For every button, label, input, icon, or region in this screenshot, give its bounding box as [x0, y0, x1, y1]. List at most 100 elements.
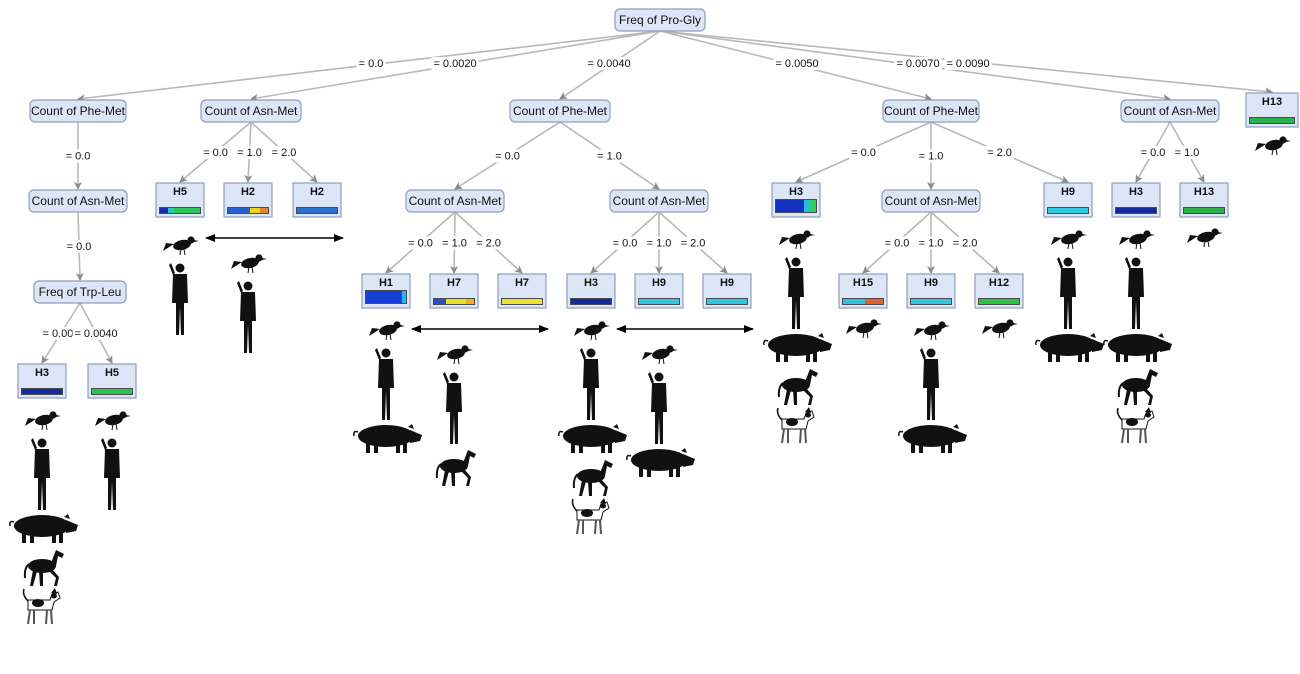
- edge-label: = 1.0: [647, 238, 672, 250]
- edge-label: = 0.0: [1141, 147, 1166, 159]
- decision-node-box: [28, 189, 128, 213]
- edge-label: = 0.0: [67, 241, 92, 253]
- edge-label-bg: [585, 57, 633, 70]
- human-silhouette-icon: [920, 348, 939, 420]
- decision-node[interactable]: Count of Asn-Met: [200, 99, 302, 123]
- edge-label-bg: [644, 236, 674, 250]
- dog-silhouette-icon: [776, 407, 815, 444]
- decision-node[interactable]: Count of Asn-Met: [1120, 99, 1220, 123]
- leaf-node[interactable]: H2: [292, 182, 342, 218]
- edge-label: = 0.0020: [433, 58, 476, 70]
- leaf-node[interactable]: H9: [906, 273, 956, 309]
- human-silhouette-icon: [375, 348, 394, 420]
- bird-silhouette-icon: [1119, 230, 1155, 250]
- leaf-node[interactable]: H3: [566, 273, 616, 309]
- distribution-bar-segment: [804, 200, 810, 212]
- leaf-node[interactable]: H5: [87, 363, 137, 399]
- pig-silhouette-icon: [898, 424, 967, 453]
- bird-silhouette-icon: [163, 236, 199, 256]
- leaf-node[interactable]: H15: [838, 273, 888, 309]
- human-silhouette-icon: [443, 372, 462, 444]
- decision-node[interactable]: Count of Phe-Met: [882, 99, 980, 123]
- comparison-arrows-layer: [205, 234, 754, 333]
- pig-silhouette-icon: [626, 448, 695, 477]
- decision-node[interactable]: Freq of Trp-Leu: [33, 280, 127, 304]
- edge-label-bg: [235, 146, 264, 159]
- leaf-node-label: H5: [173, 186, 187, 198]
- species-group: [763, 230, 832, 444]
- leaf-node-label: H2: [241, 186, 255, 198]
- bird-silhouette-icon: [574, 321, 610, 341]
- decision-node[interactable]: Count of Asn-Met: [28, 189, 128, 213]
- edge-label-bg: [944, 57, 992, 70]
- edge-label-bg: [440, 236, 469, 250]
- edge-label: = 0.0040: [587, 58, 630, 70]
- edge-label-bg: [916, 236, 946, 250]
- distribution-bar-segment: [707, 299, 747, 304]
- species-group: [231, 254, 267, 353]
- edge-label: = 0.0070: [896, 58, 939, 70]
- horse-silhouette-icon: [23, 550, 64, 586]
- leaf-node[interactable]: H3: [17, 363, 67, 399]
- human-silhouette-icon: [580, 348, 599, 420]
- species-group: [1103, 230, 1172, 444]
- edge-label: = 0.002: [42, 328, 79, 340]
- decision-node[interactable]: Count of Asn-Met: [405, 189, 505, 213]
- decision-node-label: Count of Asn-Met: [409, 194, 502, 208]
- distribution-bar-segment: [168, 208, 174, 213]
- decision-node[interactable]: Count of Asn-Met: [881, 189, 981, 213]
- leaf-node-label: H3: [584, 277, 598, 289]
- leaf-node[interactable]: H5: [155, 182, 205, 218]
- bird-silhouette-icon: [846, 319, 882, 339]
- species-group: [846, 319, 882, 339]
- decision-node[interactable]: Count of Phe-Met: [509, 99, 611, 123]
- distribution-bar-segment: [979, 299, 1019, 304]
- decision-node[interactable]: Count of Asn-Met: [609, 189, 709, 213]
- decision-node-label: Count of Asn-Met: [1124, 104, 1217, 118]
- decision-node-label: Count of Asn-Met: [885, 194, 978, 208]
- species-layer: [9, 136, 1291, 625]
- distribution-bar-segment: [260, 208, 268, 213]
- edge-label: = 2.0: [681, 238, 706, 250]
- distribution-bar-segment: [366, 291, 402, 303]
- edge-label: = 1.0: [919, 151, 944, 163]
- edge-label-bg: [773, 57, 821, 70]
- edge-label-bg: [40, 327, 82, 340]
- leaf-node[interactable]: H7: [497, 273, 547, 309]
- leaf-node[interactable]: H9: [702, 273, 752, 309]
- distribution-bar-segment: [810, 200, 816, 212]
- leaf-node[interactable]: H12: [974, 273, 1024, 309]
- leaf-node-label: H3: [789, 186, 803, 198]
- leaf-node-label: H3: [35, 367, 49, 379]
- pig-silhouette-icon: [558, 424, 627, 453]
- bird-silhouette-icon: [1187, 228, 1223, 248]
- leaf-node[interactable]: H7: [429, 273, 479, 309]
- decision-node-box: [405, 189, 505, 213]
- edge-label-bg: [916, 149, 946, 163]
- decision-node[interactable]: Count of Phe-Met: [29, 99, 127, 123]
- edge-label-bg: [474, 236, 503, 250]
- leaf-node[interactable]: H2: [223, 182, 273, 218]
- leaf-node[interactable]: H1: [361, 273, 411, 309]
- edge-label: = 0.0040: [74, 328, 117, 340]
- edge-label-bg: [894, 57, 942, 70]
- human-silhouette-icon: [169, 263, 188, 335]
- leaf-node[interactable]: H3: [1111, 182, 1161, 218]
- bird-silhouette-icon: [1255, 136, 1291, 156]
- leaf-node[interactable]: H9: [634, 273, 684, 309]
- decision-node[interactable]: Freq of Pro-Gly: [614, 8, 706, 32]
- human-silhouette-icon: [31, 438, 50, 510]
- distribution-bar-segment: [571, 299, 611, 304]
- leaf-node[interactable]: H9: [1043, 182, 1093, 218]
- human-silhouette-icon: [1057, 257, 1076, 329]
- species-group: [558, 321, 627, 535]
- decision-node-box: [29, 99, 127, 123]
- distribution-bar-segment: [639, 299, 679, 304]
- distribution-bar-segment: [843, 299, 865, 304]
- leaf-node[interactable]: H13: [1245, 92, 1299, 128]
- leaf-node[interactable]: H13: [1179, 182, 1229, 218]
- edge-label-bg: [201, 146, 230, 159]
- leaf-node[interactable]: H3: [771, 182, 821, 218]
